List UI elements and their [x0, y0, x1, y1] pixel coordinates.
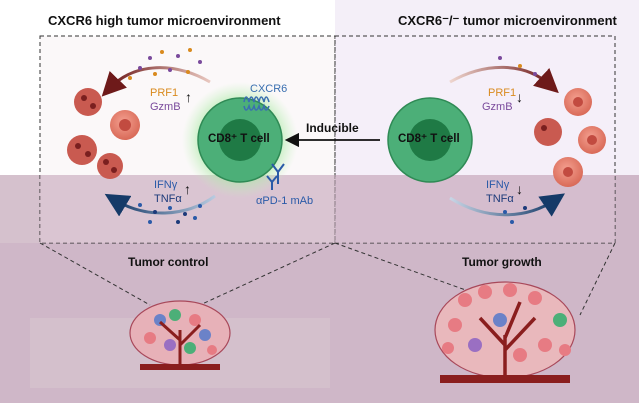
left-tcell-label: CD8⁺ T cell: [208, 133, 270, 145]
right-cytotoxic-down-arrow-icon: ↓: [516, 89, 523, 105]
left-tnfa-label: TNFα: [154, 193, 182, 205]
right-tcell-nucleus: [409, 119, 451, 161]
cytokine-dots-right: [498, 56, 537, 224]
cxcr6-label: CXCR6: [250, 83, 288, 95]
antibody-label: αPD-1 mAb: [256, 195, 314, 207]
right-tumor-cells: [534, 88, 606, 187]
cytokine-dots-left: [128, 48, 202, 224]
tumor-growth-label: Tumor growth: [462, 255, 542, 269]
right-panel-title: CXCR6⁻/⁻ tumor microenvironment: [398, 13, 617, 28]
left-top-arrow: [101, 66, 211, 97]
tumor-control-illustration: [30, 300, 330, 388]
right-top-arrow: [449, 65, 559, 94]
left-gzmb-label: GzmB: [150, 101, 181, 113]
antibody-icon: [266, 163, 285, 190]
tumor-growth-illustration: [434, 281, 576, 383]
left-tcell-nucleus: [219, 119, 261, 161]
left-panel-title: CXCR6 high tumor microenvironment: [48, 13, 281, 28]
right-tnfa-label: TNFα: [486, 193, 514, 205]
inducible-label: Inducible: [306, 121, 359, 135]
right-ifng-label: IFNγ: [486, 179, 510, 191]
zoom-line-left-b: [199, 242, 336, 306]
left-ifng-label: IFNγ: [154, 179, 178, 191]
left-bottom-arrow: [104, 193, 216, 217]
tumor-control-label: Tumor control: [128, 255, 209, 269]
cxcr6-receptor-icon: [243, 96, 270, 111]
right-tcell-label: CD8⁺ T cell: [398, 133, 460, 145]
zoom-line-right-b: [579, 242, 616, 316]
right-bottom-arrow: [449, 193, 565, 217]
left-tumor-cells: [67, 88, 140, 179]
left-cytotoxic-up-arrow-icon: ↑: [185, 89, 192, 105]
left-cytokine-up-arrow-icon: ↑: [184, 181, 191, 197]
zoom-line-left-a: [39, 242, 151, 306]
right-cytokine-down-arrow-icon: ↓: [516, 181, 523, 197]
right-gzmb-label: GzmB: [482, 101, 513, 113]
right-prf1-label: PRF1: [488, 87, 517, 99]
left-prf1-label: PRF1: [150, 87, 179, 99]
